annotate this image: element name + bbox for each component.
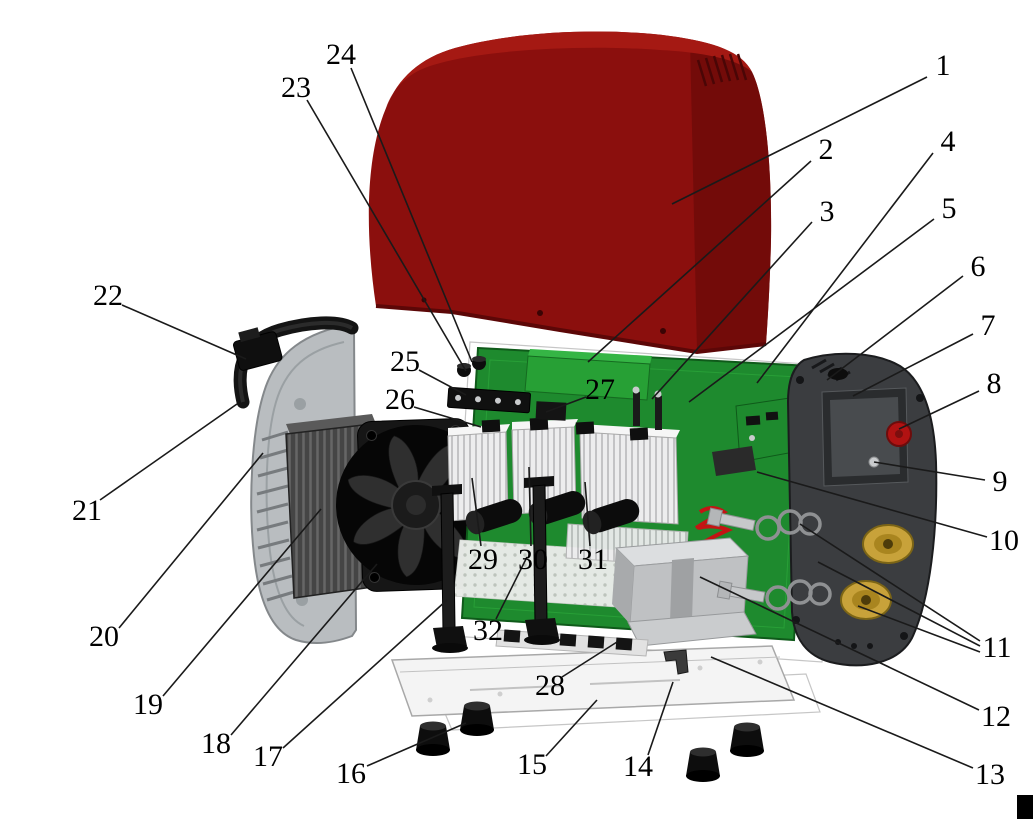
part-number-1: 1 <box>935 49 951 82</box>
part-number-4: 4 <box>940 125 956 158</box>
part-number-18: 18 <box>201 727 231 760</box>
part-number-16: 16 <box>336 757 366 790</box>
part-number-29: 29 <box>468 543 498 576</box>
part-number-25: 25 <box>390 345 420 378</box>
panel-knob-black <box>828 368 848 380</box>
part-number-28: 28 <box>535 669 565 702</box>
part-number-30: 30 <box>518 543 548 576</box>
top-cover <box>368 31 772 355</box>
brass-connector-top <box>862 524 914 564</box>
part-number-7: 7 <box>980 309 996 342</box>
part-number-6: 6 <box>970 250 986 283</box>
rubber-feet <box>416 701 764 782</box>
part-number-11: 11 <box>982 631 1012 664</box>
red-knob <box>886 421 912 447</box>
page-corner-mark <box>1017 795 1033 819</box>
part-number-21: 21 <box>72 494 102 527</box>
part-number-9: 9 <box>992 465 1008 498</box>
right-front-panel <box>786 352 938 667</box>
part-number-2: 2 <box>818 133 834 166</box>
part-number-15: 15 <box>517 748 547 781</box>
panel-screw <box>868 456 880 468</box>
part-number-14: 14 <box>623 750 653 783</box>
rubber-foot <box>460 701 494 736</box>
base-plate <box>390 645 796 717</box>
part-number-10: 10 <box>989 524 1019 557</box>
part-number-5: 5 <box>941 192 957 225</box>
rubber-foot <box>416 721 450 756</box>
part-number-27: 27 <box>585 373 615 406</box>
part-number-23: 23 <box>281 71 311 104</box>
rubber-foot <box>730 722 764 757</box>
part-number-32: 32 <box>473 614 503 647</box>
power-transistors <box>481 417 649 441</box>
part-number-31: 31 <box>578 543 608 576</box>
rubber-foot <box>686 747 720 782</box>
part-number-22: 22 <box>93 279 123 312</box>
part-number-17: 17 <box>253 740 283 773</box>
part-number-19: 19 <box>133 688 163 721</box>
part-number-24: 24 <box>326 38 356 71</box>
output-terminal-strip <box>495 629 649 657</box>
part-number-20: 20 <box>89 620 119 653</box>
part-number-26: 26 <box>385 383 415 416</box>
brass-connector-bottom <box>840 580 892 620</box>
part-number-8: 8 <box>986 367 1002 400</box>
part-number-12: 12 <box>981 700 1011 733</box>
transformer <box>612 506 757 647</box>
part-number-13: 13 <box>975 758 1005 791</box>
l-bracket <box>663 649 689 675</box>
part-number-3: 3 <box>819 195 835 228</box>
